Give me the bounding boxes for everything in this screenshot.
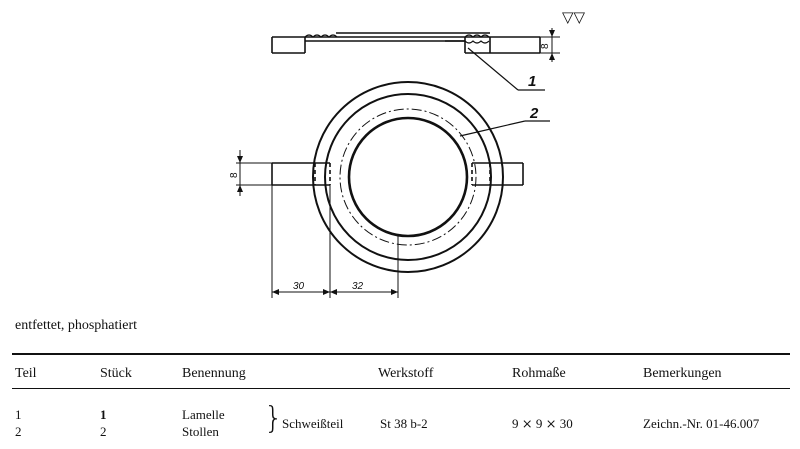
- row2-benennung: Stollen: [182, 424, 219, 439]
- row1-teil: 1: [15, 407, 22, 422]
- callout-1: 1: [528, 73, 536, 90]
- table-top-rule: [12, 353, 790, 355]
- surface-finish-symbol: ▽▽: [562, 8, 586, 26]
- leader-2: [459, 120, 526, 137]
- leader-1: [467, 47, 519, 91]
- dim-b: 32: [352, 281, 364, 292]
- plan-view: [236, 81, 524, 298]
- side-view: [271, 28, 560, 62]
- header-rohmasse: Rohmaße: [512, 366, 566, 381]
- header-teil: Teil: [15, 366, 37, 381]
- dim-a: 30: [293, 281, 305, 292]
- group-rohmasse: 9 ⨯ 9 ⨯ 30: [512, 416, 573, 431]
- dim-thickness: 8: [540, 43, 551, 49]
- surface-treatment-note: entfettet, phosphatiert: [15, 318, 138, 333]
- technical-drawing: ▽▽ 8 8 30 32 1 2: [229, 8, 586, 298]
- table-header-rule: [12, 388, 790, 389]
- header-stueck: Stück: [100, 366, 132, 381]
- row1-stueck: 1: [100, 407, 107, 422]
- group-label: Schweißteil: [282, 416, 344, 431]
- dim-side: 8: [229, 172, 240, 178]
- row2-stueck: 2: [100, 424, 107, 439]
- group-werkstoff: St 38 b-2: [380, 416, 428, 431]
- row2-teil: 2: [15, 424, 22, 439]
- header-werkstoff: Werkstoff: [378, 366, 434, 381]
- group-brace: }: [264, 401, 284, 436]
- group-bemerkungen: Zeichn.-Nr. 01-46.007: [643, 416, 760, 431]
- row1-benennung: Lamelle: [182, 407, 225, 422]
- callout-2: 2: [529, 105, 539, 122]
- header-bemerkungen: Bemerkungen: [643, 366, 722, 381]
- header-benennung: Benennung: [182, 366, 246, 381]
